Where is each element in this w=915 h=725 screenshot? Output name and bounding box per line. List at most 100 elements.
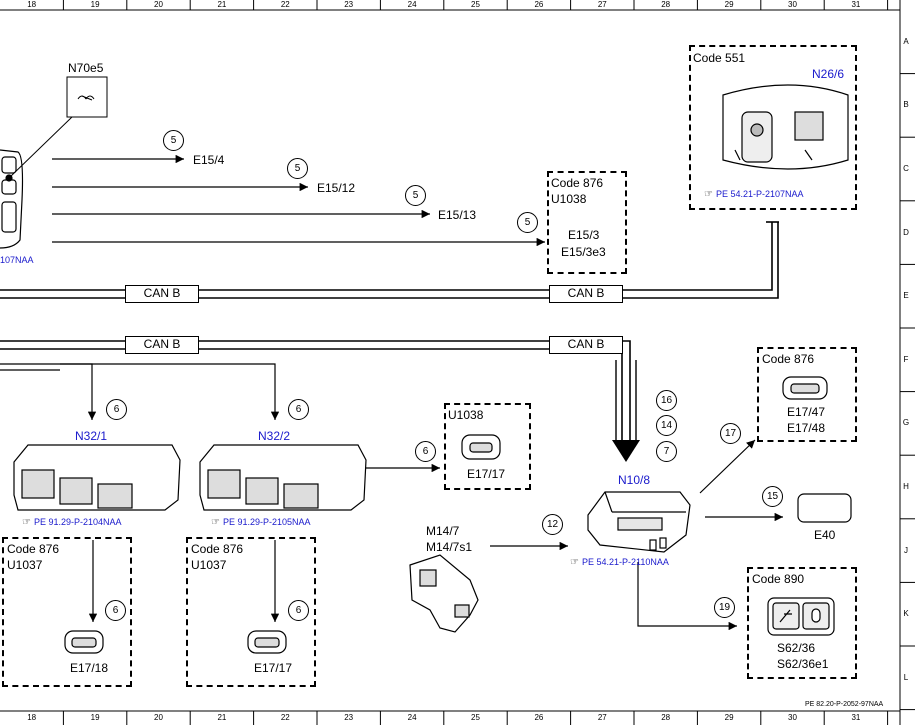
box-title: Code 876 (7, 542, 60, 556)
label-e15-3e3: E15/3e3 (561, 245, 606, 259)
box-title: Code 551 (693, 51, 746, 65)
label-e40: E40 (814, 528, 836, 542)
label-e17-18: E17/18 (70, 661, 109, 675)
pointing-hand-icon: ☞ (211, 517, 220, 528)
e40-lamp (797, 493, 852, 523)
circle-marker: 6 (288, 600, 309, 621)
label-e17-17: E17/17 (467, 467, 506, 481)
circle-marker: 5 (287, 158, 308, 179)
box-code876-left2 (186, 537, 316, 687)
label-n10-8: N10/8 (618, 473, 651, 487)
can-b-label: CAN B (549, 285, 623, 303)
box-code551 (689, 45, 857, 210)
ruler-column-label: 20 (154, 0, 163, 9)
ruler-row-label: E (903, 291, 909, 301)
box-code876-right (757, 347, 857, 442)
can-b-label: CAN B (125, 285, 199, 303)
pointing-hand-icon: ☞ (570, 557, 579, 568)
circle-marker: 12 (542, 514, 563, 535)
box-code876-left1 (2, 537, 132, 687)
box-title: Code 876 (191, 542, 244, 556)
n32-2-module (199, 444, 367, 511)
circle-marker: 5 (517, 212, 538, 233)
ruler-column-label: 28 (661, 0, 671, 9)
box-title: Code 876 (551, 176, 604, 190)
ruler-row-label: B (903, 100, 909, 110)
box-code876-top (547, 171, 627, 274)
box-title: Code 876 (762, 352, 815, 366)
can-b-label: CAN B (549, 336, 623, 354)
ruler-column-label: 24 (407, 713, 417, 722)
label-n26-6: N26/6 (812, 67, 845, 81)
label-e15-12: E15/12 (317, 181, 356, 195)
box-line: U1038 (551, 192, 587, 206)
footer-ref: PE 82.20-P-2052-97NAA (805, 701, 884, 708)
can-b-label: CAN B (125, 336, 199, 354)
ruler-column-label: 24 (407, 0, 417, 9)
box-title: Code 890 (752, 572, 805, 586)
label-m14-7s1: M14/7s1 (426, 540, 473, 554)
label-n32-2: N32/2 (258, 429, 291, 443)
pointing-hand-icon: ☞ (22, 517, 31, 528)
ruler-column-label: 26 (534, 713, 544, 722)
ref-pe-n10[interactable]: ☞PE 54.21-P-2110NAA (570, 557, 669, 568)
ruler-column-label: 27 (597, 0, 607, 9)
ref-pe-n26[interactable]: ☞PE 54.21-P-2107NAA (704, 189, 804, 200)
pointing-hand-icon: ☞ (704, 189, 713, 200)
ruler-column-label: 32 (909, 713, 915, 723)
ref-fragment-left: 107NAA (0, 255, 34, 265)
ruler-column-label: 18 (27, 0, 37, 9)
ref-pe-n32-1[interactable]: ☞PE 91.29-P-2104NAA (22, 517, 122, 528)
n10-8-module (587, 491, 691, 553)
left-switch-fragment (0, 149, 24, 249)
ruler-column-label: 31 (851, 713, 861, 722)
label-e17-47: E17/47 (787, 405, 826, 419)
ruler-column-label: 21 (217, 713, 227, 722)
circle-marker: 7 (656, 441, 677, 462)
box-code890 (747, 567, 857, 679)
ruler-row-label: L (903, 672, 909, 682)
m14-7-motor (409, 554, 479, 633)
n32-1-module (13, 444, 181, 511)
ruler-column-label: 30 (788, 713, 797, 722)
n26-6-panel (722, 84, 849, 170)
ref-pe-n32-2[interactable]: ☞PE 91.29-P-2105NAA (211, 517, 311, 528)
ruler-column-label: 29 (724, 0, 734, 9)
label-e15-13: E15/13 (438, 208, 477, 222)
ruler-row-label: G (902, 418, 910, 428)
circle-marker: 17 (720, 423, 741, 444)
label-e17-17-left: E17/17 (254, 661, 293, 675)
ruler-column-label: 20 (154, 713, 163, 722)
ref-text: PE 91.29-P-2104NAA (33, 517, 122, 527)
ruler-column-label: 22 (280, 713, 290, 722)
ruler-row-label: K (903, 609, 909, 619)
circle-marker: 19 (714, 597, 735, 618)
ruler-row-label: D (903, 227, 909, 237)
ruler-column-label: 25 (471, 0, 480, 9)
box-line: U1037 (7, 558, 43, 572)
ruler-row-label: H (903, 482, 909, 491)
label-s62-36e1: S62/36e1 (777, 657, 829, 671)
ruler-column-label: 19 (90, 0, 100, 9)
circle-marker: 16 (656, 390, 677, 411)
ruler-column-label: 27 (597, 713, 607, 722)
ruler-column-label: 26 (534, 0, 544, 9)
ruler-row-label: C (903, 164, 909, 173)
circle-marker: 6 (106, 399, 127, 420)
box-u1038 (444, 403, 531, 490)
ruler-row-label: A (903, 36, 909, 46)
label-n70e5: N70e5 (68, 61, 104, 75)
circle-marker: 6 (288, 399, 309, 420)
circle-marker: 14 (656, 415, 677, 436)
ruler-row-label: F (903, 354, 909, 364)
ruler-column-label: 23 (344, 713, 354, 722)
ref-text: PE 91.29-P-2105NAA (222, 517, 311, 527)
ruler-column-label: 29 (724, 713, 734, 722)
ruler-column-label: 22 (280, 0, 290, 9)
ref-text: PE 54.21-P-2110NAA (581, 557, 669, 567)
ruler-column-label: 31 (851, 0, 861, 9)
circle-marker: 5 (163, 130, 184, 151)
box-line: U1037 (191, 558, 227, 572)
